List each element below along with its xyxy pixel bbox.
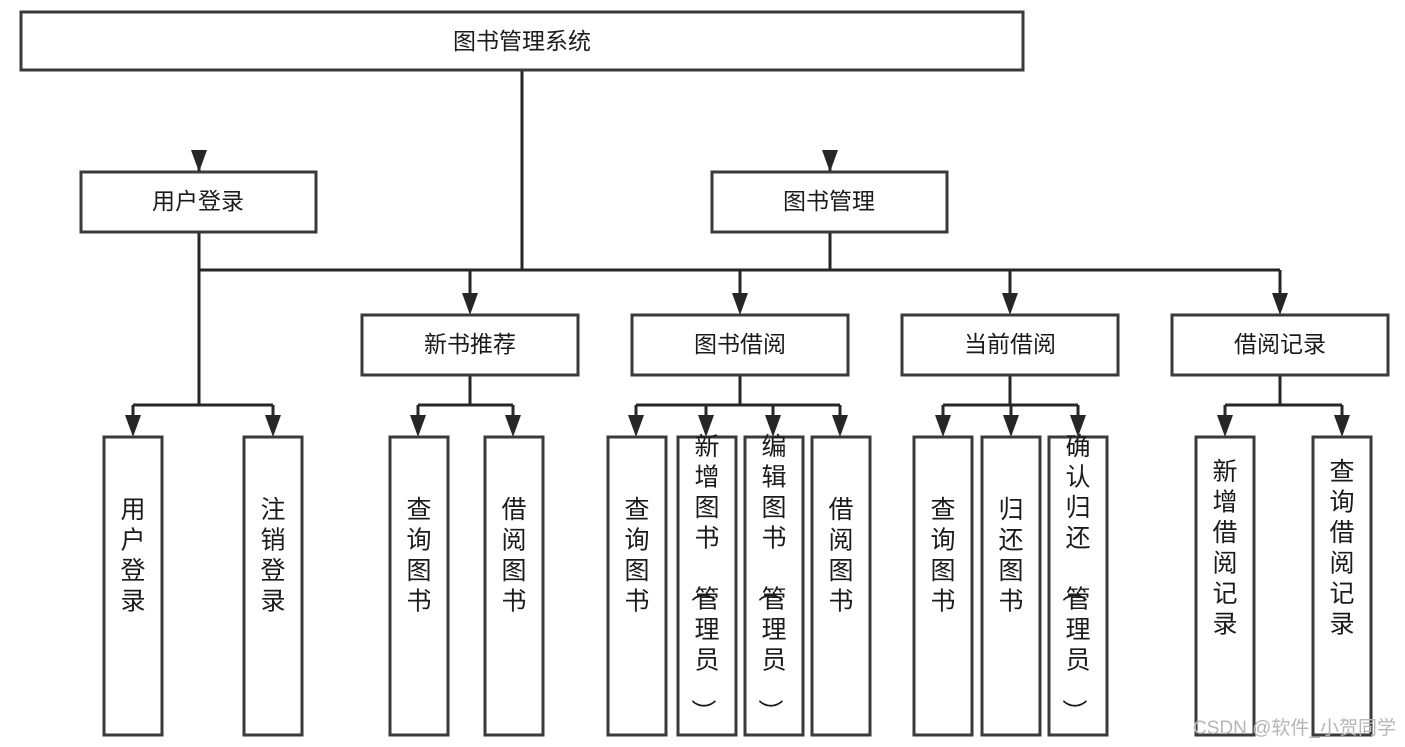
arrow-head-user-login	[191, 150, 207, 172]
node-new-book-recommend-label: 新书推荐	[424, 331, 516, 357]
node-leaf-borrow-book-recommend-label: 借阅图书	[501, 496, 526, 616]
connector-group-book-borrow-leaves	[628, 376, 848, 437]
arrow-head-leaf-query-record	[1334, 415, 1350, 437]
arrow-head-leaf-confirm-return	[1070, 415, 1086, 437]
node-leaf-return-book-label: 归还图书	[998, 496, 1023, 616]
node-leaf-query-borrow-record-label: 查询借阅记录	[1329, 458, 1354, 639]
node-leaf-user-login-box[interactable]	[102, 435, 164, 737]
arrow-head-book-manage	[822, 150, 838, 172]
node-new-book-recommend-box[interactable]	[360, 313, 580, 377]
node-leaf-add-borrow-record[interactable]: 新增借阅记录	[1194, 435, 1256, 737]
node-leaf-query-book-borrow-box[interactable]	[606, 435, 668, 737]
node-leaf-query-book-recommend[interactable]: 查询图书	[388, 435, 450, 737]
node-book-management[interactable]: 图书管理	[710, 170, 949, 234]
node-leaf-return-book[interactable]: 归还图书	[980, 435, 1042, 737]
csdn-watermark: CSDN @软件_小贺同学	[1193, 717, 1396, 739]
node-current-borrow-label: 当前借阅	[964, 331, 1056, 357]
connector-group-current-borrow-leaves	[935, 376, 1086, 437]
connector-group-user-login-leaves	[125, 232, 281, 437]
node-book-management-box[interactable]	[710, 170, 949, 234]
node-leaf-confirm-return-admin-box[interactable]	[1047, 435, 1109, 737]
node-leaf-borrow-book-borrow[interactable]: 借阅图书	[810, 435, 872, 737]
node-leaf-query-borrow-record[interactable]: 查询借阅记录	[1311, 435, 1373, 737]
node-leaf-borrow-book-recommend-box[interactable]	[483, 435, 545, 737]
node-root-book-management-system[interactable]: 图书管理系统	[19, 10, 1025, 72]
node-leaf-add-book-admin-label: 新增图书（管理员）	[688, 433, 719, 724]
node-leaf-query-book-current[interactable]: 查询图书	[912, 435, 974, 737]
node-leaf-confirm-return-admin-label: 确认归还（管理员）	[1059, 433, 1090, 724]
node-leaf-query-book-recommend-label: 查询图书	[406, 496, 431, 616]
node-borrow-record-box[interactable]	[1170, 313, 1390, 377]
node-leaf-query-book-borrow-label: 查询图书	[624, 496, 649, 616]
node-leaf-query-borrow-record-box[interactable]	[1311, 435, 1373, 737]
node-book-borrow-box[interactable]	[630, 313, 850, 377]
arrow-head-leaf-query-book-2	[628, 415, 644, 437]
node-book-borrow-label: 图书借阅	[694, 331, 786, 357]
arrow-head-leaf-edit-book	[765, 415, 781, 437]
node-user-login-box[interactable]	[79, 170, 318, 234]
node-current-borrow[interactable]: 当前借阅	[900, 313, 1120, 377]
node-root-box[interactable]	[19, 10, 1025, 72]
node-current-borrow-box[interactable]	[900, 313, 1120, 377]
arrow-head-current-borrow	[1002, 293, 1018, 315]
node-leaf-add-borrow-record-label: 新增借阅记录	[1212, 458, 1237, 639]
connector-group-new-book-leaves	[410, 376, 521, 437]
node-leaf-confirm-return-admin[interactable]: 确认归还（管理员）	[1047, 433, 1109, 737]
node-leaf-user-login[interactable]: 用户登录	[102, 435, 164, 737]
node-leaf-query-book-current-box[interactable]	[912, 435, 974, 737]
node-leaf-query-book-recommend-box[interactable]	[388, 435, 450, 737]
node-leaf-logout-login[interactable]: 注销登录	[242, 435, 304, 737]
node-leaf-add-book-admin[interactable]: 新增图书（管理员）	[676, 433, 738, 737]
arrow-head-leaf-add-record	[1217, 415, 1233, 437]
node-book-management-label: 图书管理	[783, 188, 875, 214]
node-leaf-return-book-box[interactable]	[980, 435, 1042, 737]
node-leaf-edit-book-admin-box[interactable]	[743, 435, 805, 737]
arrow-head-borrow-record	[1272, 293, 1288, 315]
node-user-login-label: 用户登录	[152, 188, 244, 214]
node-root-label: 图书管理系统	[453, 28, 591, 54]
node-leaf-edit-book-admin[interactable]: 编辑图书（管理员）	[743, 433, 805, 737]
node-leaf-borrow-book-borrow-label: 借阅图书	[828, 496, 853, 616]
connector-group-root-to-level2	[191, 70, 838, 272]
node-book-borrow[interactable]: 图书借阅	[630, 313, 850, 377]
node-borrow-record-label: 借阅记录	[1234, 331, 1326, 357]
arrow-head-leaf-borrow-book-1	[505, 415, 521, 437]
node-leaf-user-login-label: 用户登录	[120, 496, 145, 616]
arrow-head-new-book-recommend	[462, 293, 478, 315]
arrow-head-leaf-query-book-3	[935, 415, 951, 437]
connector-group-level2-to-level3	[462, 232, 1288, 315]
node-leaf-logout-login-box[interactable]	[242, 435, 304, 737]
arrow-head-book-borrow	[732, 293, 748, 315]
arrow-head-leaf-return-book	[1003, 415, 1019, 437]
connector-group-borrow-record-leaves	[1217, 376, 1350, 437]
node-user-login[interactable]: 用户登录	[79, 170, 318, 234]
node-leaf-borrow-book-recommend[interactable]: 借阅图书	[483, 435, 545, 737]
node-borrow-record[interactable]: 借阅记录	[1170, 313, 1390, 377]
arrow-head-leaf-query-book-1	[410, 415, 426, 437]
node-leaf-edit-book-admin-label: 编辑图书（管理员）	[755, 433, 786, 724]
node-leaf-add-book-admin-box[interactable]	[676, 435, 738, 737]
node-leaf-query-book-borrow[interactable]: 查询图书	[606, 435, 668, 737]
node-leaf-add-borrow-record-box[interactable]	[1194, 435, 1256, 737]
arrow-head-leaf-logout	[265, 415, 281, 437]
node-leaf-borrow-book-borrow-box[interactable]	[810, 435, 872, 737]
arrow-head-leaf-borrow-book-2	[832, 415, 848, 437]
node-new-book-recommend[interactable]: 新书推荐	[360, 313, 580, 377]
node-leaf-query-book-current-label: 查询图书	[930, 496, 955, 616]
arrow-head-leaf-user-login	[125, 415, 141, 437]
node-leaf-logout-login-label: 注销登录	[260, 496, 285, 616]
arrow-head-leaf-add-book	[698, 415, 714, 437]
